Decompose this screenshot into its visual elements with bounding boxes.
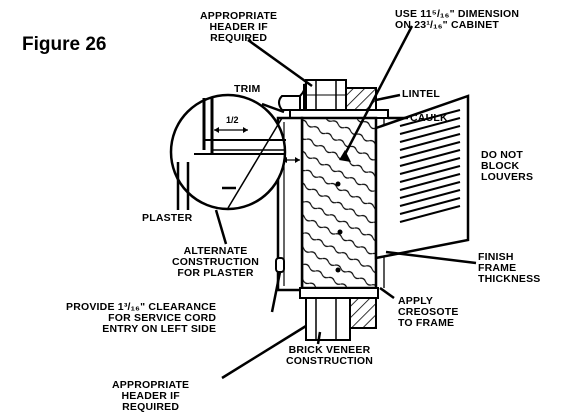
leader-lines (176, 25, 477, 380)
figure-title: Figure 26 (22, 34, 107, 55)
bottom-header-block (299, 287, 379, 341)
label-caulk: CAULK (410, 112, 448, 124)
label-lintel: LINTEL (402, 88, 440, 100)
label-brick-veneer: BRICK VENEER CONSTRUCTION (286, 344, 373, 367)
dimension-arrowhead (339, 150, 351, 162)
label-creosote: APPLY CREOSOTE TO FRAME (398, 295, 459, 329)
label-dimension: USE 11⁵/₁₆" DIMENSION ON 23¹/₁₆" CABINET (395, 8, 520, 31)
half-inch-mark: 1/2 (226, 115, 239, 125)
wood-frame (300, 116, 378, 290)
cabinet-with-louvers (374, 94, 470, 260)
lintel-brick-top (345, 87, 377, 111)
plaster-detail-circle (169, 93, 287, 211)
label-header-bottom: APPROPRIATE HEADER IF REQUIRED (112, 379, 190, 413)
label-do-not-block: DO NOT BLOCK LOUVERS (481, 149, 534, 183)
label-trim: TRIM (234, 83, 261, 95)
label-header-top: APPROPRIATE HEADER IF REQUIRED (200, 10, 278, 44)
label-alternate-construction: ALTERNATE CONSTRUCTION FOR PLASTER (172, 245, 259, 279)
label-clearance: PROVIDE 1³/₁₆" CLEARANCE FOR SERVICE COR… (66, 301, 217, 335)
label-finish-frame: FINISH FRAME THICKNESS (478, 251, 541, 285)
service-cord-notch (275, 257, 285, 273)
label-plaster: PLASTER (142, 212, 193, 224)
